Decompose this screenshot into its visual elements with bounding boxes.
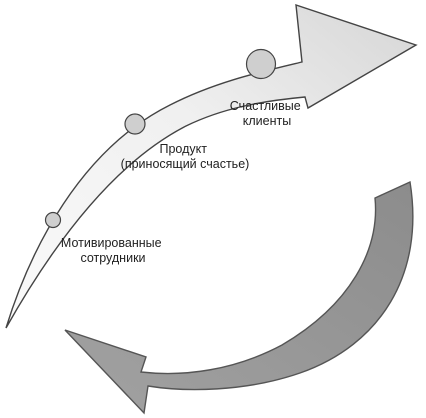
label-product: Продукт (приносящий счастье): [121, 142, 250, 171]
label-product-line-1: Продукт: [160, 142, 208, 156]
label-customers-line-2: клиенты: [243, 114, 291, 128]
label-employees: Мотивированные сотрудники: [61, 236, 165, 265]
stage-circle-product: [124, 113, 146, 135]
upper-curved-arrow: [5, 3, 418, 329]
label-employees-line-1: Мотивированные: [61, 236, 162, 250]
label-customers-line-1: Счастливые: [230, 99, 301, 113]
label-employees-line-2: сотрудники: [80, 251, 145, 265]
label-customers: Счастливые клиенты: [230, 99, 304, 128]
stage-circle-employees: [44, 211, 62, 229]
stage-circle-customers: [245, 48, 277, 80]
lower-return-arrow: [64, 180, 414, 415]
label-product-line-2: (приносящий счастье): [121, 157, 250, 171]
